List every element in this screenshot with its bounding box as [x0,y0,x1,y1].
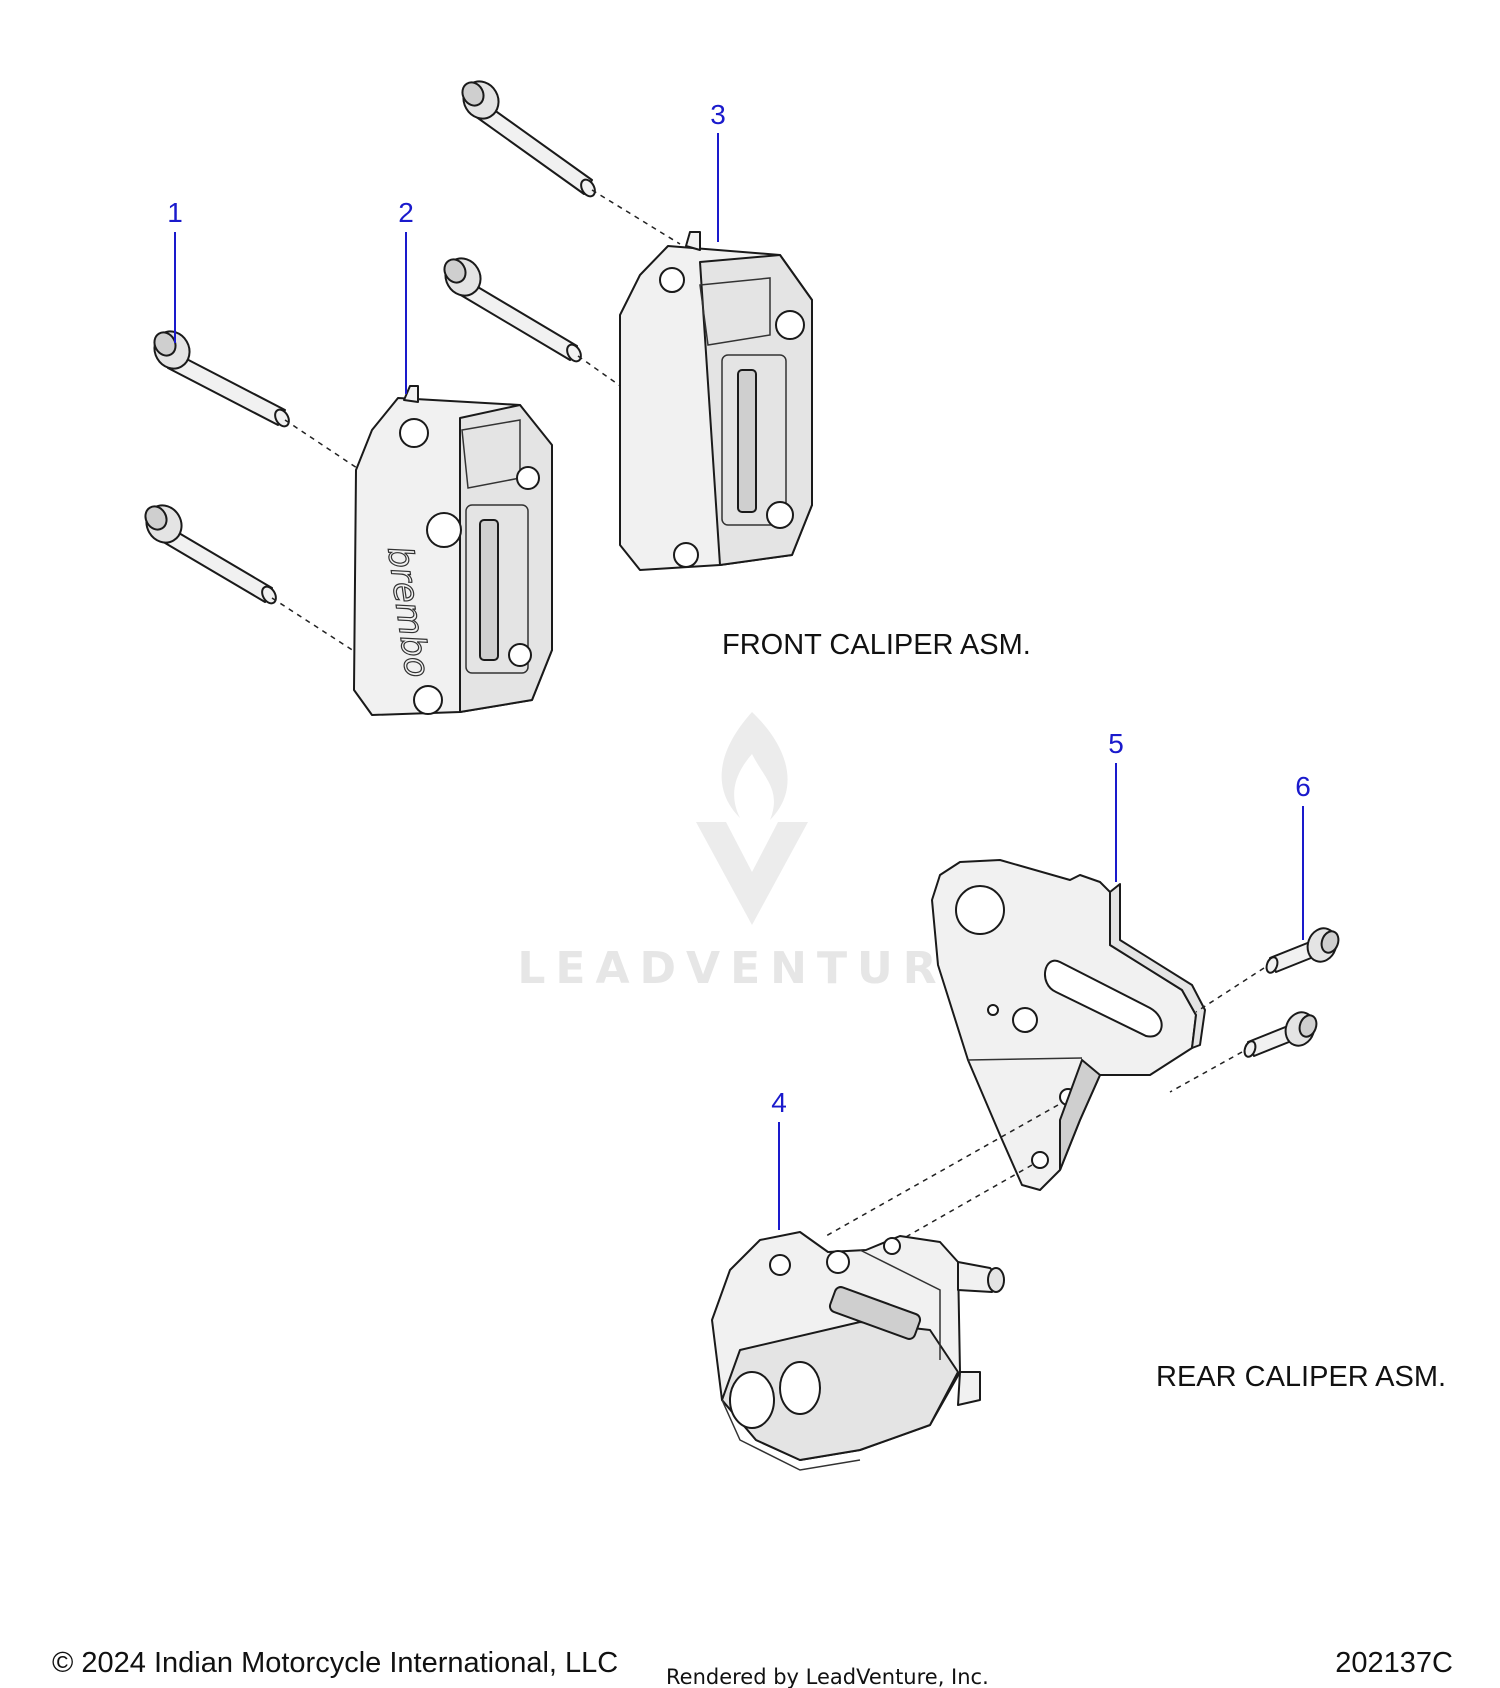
front-caliper-right [619,231,813,571]
front-caliper-bolt-lower [144,504,277,605]
front-caliper-left: brembo [353,385,553,716]
callout-4: 4 [771,1087,787,1118]
front-caliper-bolt-upper [153,330,290,428]
flame-v-logo [696,712,808,925]
front-left-bolt-lower-path [271,597,361,656]
copyright-text: © 2024 Indian Motorcycle International, … [52,1647,618,1679]
front-left-bolt-upper-path [284,419,373,479]
rear-screw-upper-path [1195,967,1265,1013]
callout-6: 6 [1295,771,1311,802]
callout-2: 2 [398,197,414,228]
rear-caliper-asm-label: REAR CALIPER ASM. [1156,1361,1446,1393]
rear-screw-lower-path [1169,1051,1243,1093]
front-caliper-asm-label: FRONT CALIPER ASM. [722,629,1031,661]
front-caliper-bolt-top [461,80,596,198]
diagram-code: 202137C [1335,1647,1453,1679]
rear-caliper-screw-upper [1265,927,1340,974]
rear-caliper [711,1231,1005,1471]
front-right-bolt-middle-path [577,355,627,391]
rear-caliper-bracket [931,859,1206,1191]
callout-1: 1 [167,197,183,228]
callout-5: 5 [1108,728,1124,759]
callout-3: 3 [710,99,726,130]
rear-caliper-screw-lower [1243,1011,1318,1058]
front-caliper-bolt-middle [443,257,582,363]
rendered-by-text: Rendered by LeadVenture, Inc. [666,1665,989,1688]
watermark-text: LEADVENTURE [517,943,986,994]
front-right-bolt-top-path [591,189,681,245]
rear-caliper-upper-path [825,1104,1059,1237]
watermark: LEADVENTURE [517,712,986,994]
